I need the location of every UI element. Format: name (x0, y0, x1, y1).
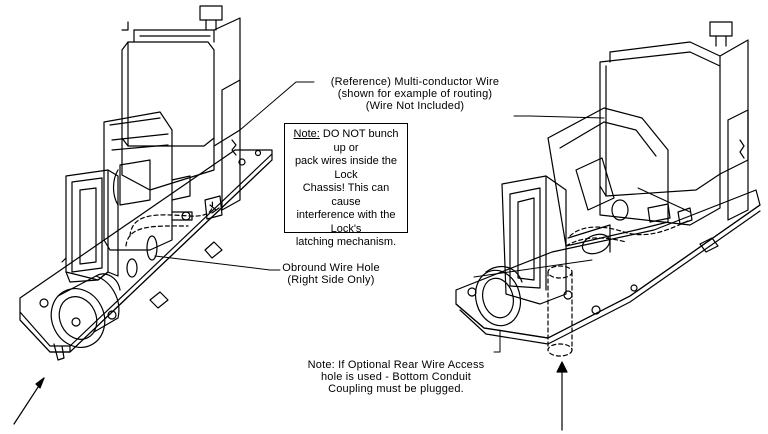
note-line-4: interference with the Lock's (296, 209, 396, 235)
rear-note-line-1: Note: If Optional Rear Wire Access (307, 359, 485, 371)
left-conduit-coupling (50, 273, 121, 361)
left-lock-assembly (13, 5, 273, 425)
right-rear-access-hole (547, 265, 573, 357)
right-latch-mechanism (547, 107, 693, 253)
obround-hole-label: Obround Wire Hole (Right Side Only) (268, 262, 394, 286)
left-obround-hole (146, 235, 158, 261)
right-conduit-coupling (474, 265, 523, 327)
note-line-5: latching mechanism. (295, 236, 397, 248)
obround-line-1: Obround Wire Hole (282, 262, 380, 274)
left-front-bracket (61, 169, 119, 283)
right-entry-arrow (556, 361, 568, 431)
wire-reference-line-1: (Reference) Multi-conductor Wire (330, 76, 500, 88)
note-line-2: pack wires inside the Lock (294, 155, 398, 181)
rear-access-note: Note: If Optional Rear Wire Access hole … (296, 359, 496, 395)
left-solenoid (121, 5, 241, 211)
left-entry-arrow (13, 377, 45, 425)
leader-lines (154, 81, 691, 353)
right-solenoid (599, 21, 749, 226)
note-line-3: Chassis! This can cause (302, 182, 390, 208)
note-heading: Note: (293, 128, 320, 140)
wire-reference-line-3: (Wire Not Included) (365, 100, 465, 112)
rear-note-line-2: hole is used - Bottom Conduit (320, 371, 472, 383)
right-front-bracket (501, 175, 567, 305)
right-obround-hole (581, 233, 611, 255)
note-line-1: DO NOT bunch up or (319, 128, 399, 154)
right-wire-route (569, 219, 691, 237)
right-lock-assembly (455, 21, 761, 431)
wire-reference-label: (Reference) Multi-conductor Wire (shown … (300, 76, 530, 112)
rear-note-line-3: Coupling must be plugged. (328, 383, 464, 395)
obround-line-2: (Right Side Only) (287, 274, 375, 286)
left-wire-route (129, 199, 214, 237)
warning-note-box: Note: DO NOT bunch up or pack wires insi… (284, 123, 408, 248)
left-base-plate (19, 149, 273, 353)
wire-reference-line-2: (shown for example of routing) (337, 88, 493, 100)
